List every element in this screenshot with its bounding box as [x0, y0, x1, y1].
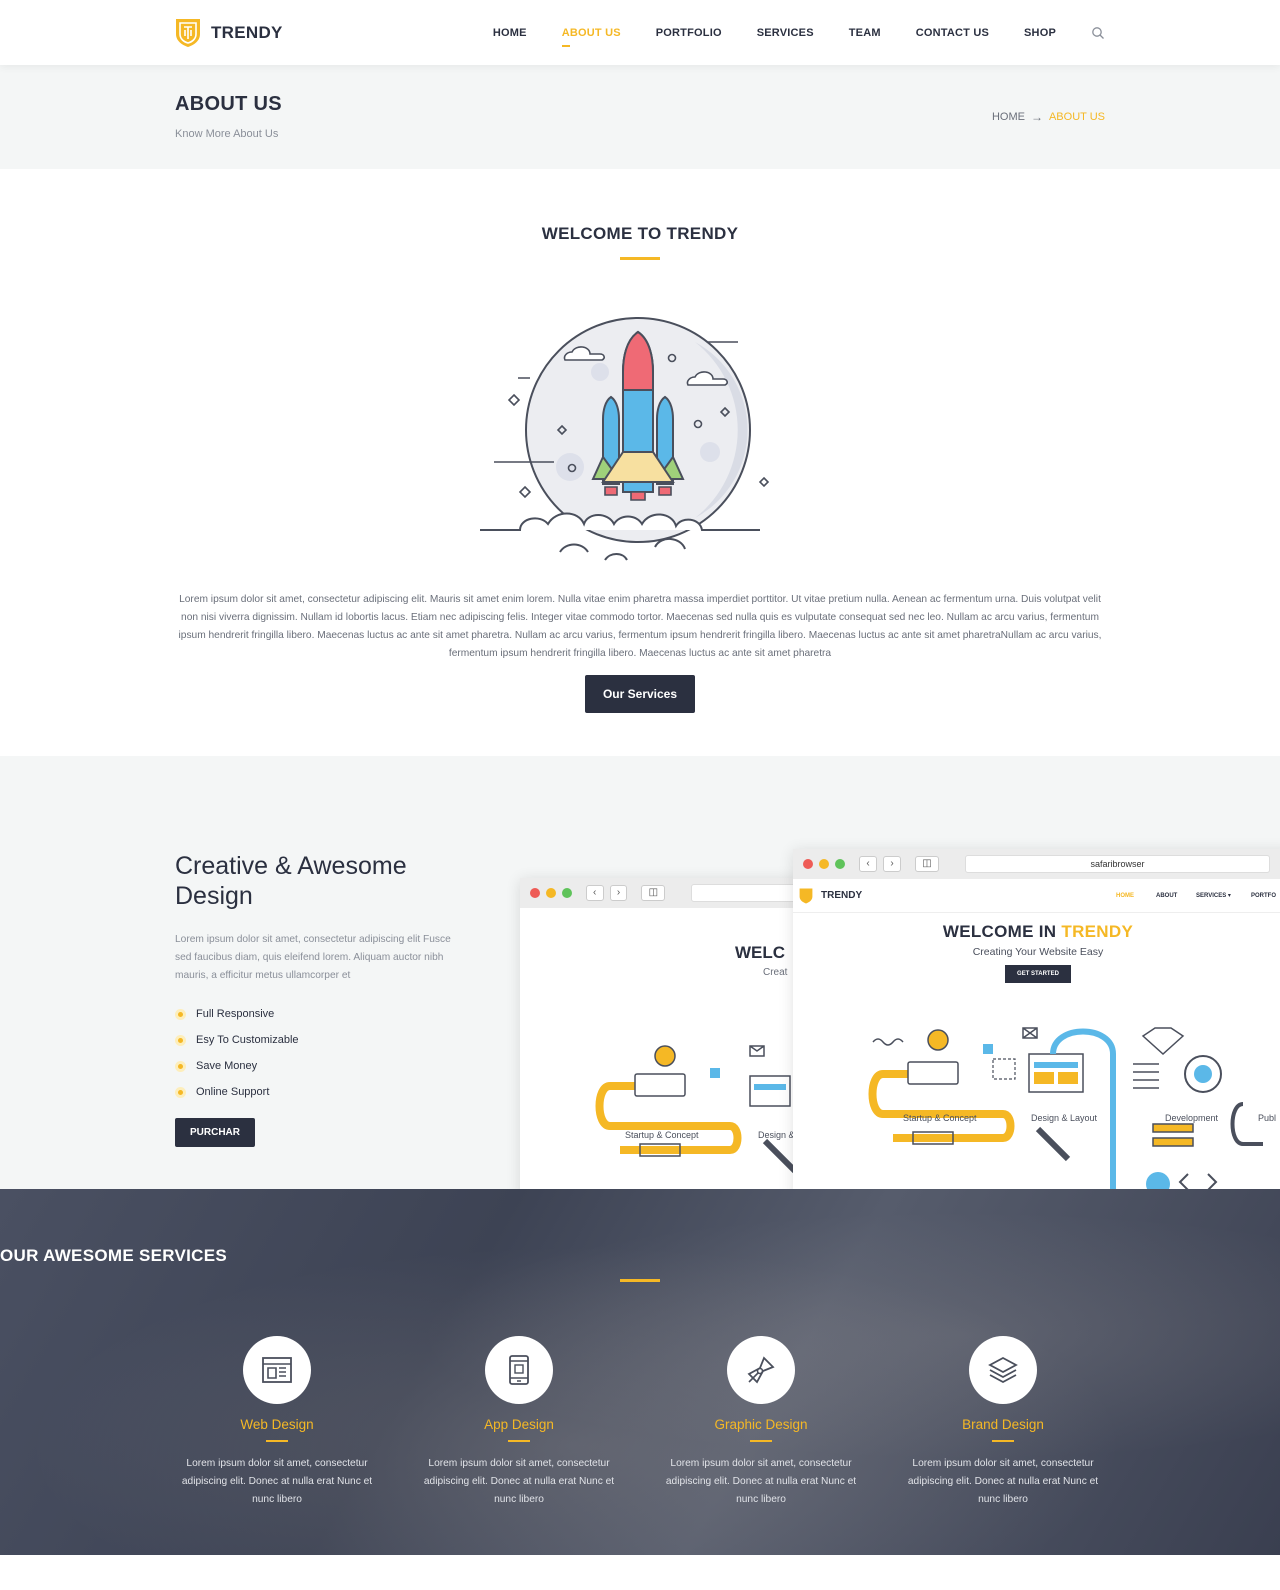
list-item: Esy To Customizable: [175, 1027, 465, 1053]
bullet-icon: [175, 1034, 186, 1046]
arrow-right-icon: →: [1030, 110, 1043, 124]
title-underline: [620, 257, 660, 260]
service-underline: [266, 1440, 288, 1442]
mock-step-back: Startup & Concept: [625, 1130, 699, 1140]
welcome-section: WELCOME TO TRENDY Lorem ipsum dolor sit …: [0, 169, 1280, 756]
main-nav: HOME ABOUT US PORTFOLIO SERVICES TEAM CO…: [492, 26, 1105, 47]
nav-home[interactable]: HOME: [492, 26, 527, 39]
page-title: ABOUT US: [175, 93, 282, 115]
purchase-button[interactable]: PURCHAR: [175, 1118, 255, 1147]
feature-list: Full Responsive Esy To Customizable Save…: [175, 1001, 465, 1105]
mock-step-3: Development: [1165, 1113, 1219, 1123]
mock-header: TRENDY HOME ABOUT SERVICES ▾ PORTFO: [793, 879, 1280, 913]
mock-get-started-button: GET STARTED: [1005, 965, 1071, 983]
browser-toolbar: ‹›◫: [520, 878, 811, 908]
service-title: App Design: [484, 1417, 554, 1432]
search-icon[interactable]: [1091, 26, 1105, 40]
mock-nav-home: HOME: [1116, 892, 1134, 899]
mobile-icon: [485, 1336, 553, 1404]
service-title: Web Design: [240, 1417, 314, 1432]
services-title: OUR AWESOME SERVICES: [0, 1246, 228, 1265]
mock-heading-back: WELC: [735, 943, 786, 962]
nav-about-us[interactable]: ABOUT US: [561, 26, 621, 47]
service-underline: [508, 1440, 530, 1442]
service-text: Lorem ipsum dolor sit amet, consectetur …: [423, 1458, 615, 1505]
mock-nav-portfolio: PORTFO: [1251, 892, 1276, 899]
process-illustration: [595, 1045, 798, 1174]
mock-step-2: Design & Layout: [1031, 1113, 1098, 1123]
service-card-app-design[interactable]: App Design Lorem ipsum dolor sit amet, c…: [423, 1336, 615, 1509]
page-title-section: ABOUT US Know More About Us HOME → ABOUT…: [0, 65, 1280, 169]
service-underline: [992, 1440, 1014, 1442]
title-underline: [620, 1279, 660, 1282]
our-services-button[interactable]: Our Services: [584, 675, 696, 713]
nav-contact-us[interactable]: CONTACT US: [915, 26, 990, 39]
bullet-icon: [175, 1008, 186, 1020]
service-card-web-design[interactable]: Web Design Lorem ipsum dolor sit amet, c…: [181, 1336, 373, 1509]
service-card-brand-design[interactable]: Brand Design Lorem ipsum dolor sit amet,…: [907, 1336, 1099, 1509]
service-title: Graphic Design: [714, 1417, 808, 1432]
mock-step-back-2: Design &: [758, 1130, 795, 1140]
mock-logo-text: TRENDY: [821, 890, 863, 901]
nav-team[interactable]: TEAM: [848, 26, 881, 39]
service-text: Lorem ipsum dolor sit amet, consectetur …: [181, 1458, 373, 1505]
service-text: Lorem ipsum dolor sit amet, consectetur …: [665, 1458, 857, 1505]
shield-logo-icon: [799, 888, 813, 903]
rocket-illustration: [480, 317, 770, 561]
service-underline: [750, 1440, 772, 1442]
mock-nav-services: SERVICES ▾: [1196, 893, 1231, 899]
layers-icon: [969, 1336, 1037, 1404]
mock-step-1: Startup & Concept: [903, 1113, 977, 1123]
nav-shop[interactable]: SHOP: [1024, 26, 1056, 39]
service-title: Brand Design: [962, 1417, 1044, 1432]
breadcrumb: HOME → ABOUT US: [992, 110, 1105, 124]
mock-subheading-back: Creat: [763, 967, 788, 978]
web-design-icon: [243, 1336, 311, 1404]
mock-nav-about: ABOUT: [1156, 892, 1178, 899]
page-subtitle: Know More About Us: [175, 128, 279, 140]
service-text: Lorem ipsum dolor sit amet, consectetur …: [907, 1458, 1099, 1505]
browser-mockup-front: ‹›◫ safaribrowser ↻ TRENDY HOME ABOUT SE…: [793, 849, 1280, 1189]
list-item: Full Responsive: [175, 1001, 465, 1027]
bullet-icon: [175, 1060, 186, 1072]
mock-step-4: Publ: [1258, 1113, 1277, 1123]
pen-nib-icon: [727, 1336, 795, 1404]
creative-description: Lorem ipsum dolor sit amet, consectetur …: [175, 934, 451, 981]
welcome-title: WELCOME TO TRENDY: [541, 224, 739, 243]
logo-text: TRENDY: [211, 22, 283, 42]
welcome-paragraph: Lorem ipsum dolor sit amet, consectetur …: [178, 594, 1102, 659]
logo[interactable]: TRENDY: [175, 18, 283, 48]
list-item: Online Support: [175, 1079, 465, 1105]
services-grid: Web Design Lorem ipsum dolor sit amet, c…: [0, 1336, 1280, 1509]
service-card-graphic-design[interactable]: Graphic Design Lorem ipsum dolor sit ame…: [665, 1336, 857, 1509]
site-header: TRENDY HOME ABOUT US PORTFOLIO SERVICES …: [0, 0, 1280, 65]
nav-portfolio[interactable]: PORTFOLIO: [655, 26, 722, 39]
services-section: OUR AWESOME SERVICES Web Design Lorem ip…: [0, 1189, 1280, 1555]
mock-hero: WELCOME IN TRENDY Creating Your Website …: [793, 922, 1280, 983]
browser-mockup-back: ‹›◫ WELC Creat Startup & Concept Design …: [520, 878, 811, 1189]
browser-toolbar: ‹›◫ safaribrowser ↻: [793, 849, 1280, 879]
breadcrumb-current: ABOUT US: [1048, 111, 1105, 123]
process-illustration: [868, 1027, 1263, 1189]
nav-services[interactable]: SERVICES: [756, 26, 814, 39]
breadcrumb-home[interactable]: HOME: [991, 111, 1025, 123]
shield-logo-icon: [176, 18, 200, 47]
url-bar[interactable]: safaribrowser: [965, 855, 1270, 873]
list-item: Save Money: [175, 1053, 465, 1079]
bullet-icon: [175, 1086, 186, 1098]
